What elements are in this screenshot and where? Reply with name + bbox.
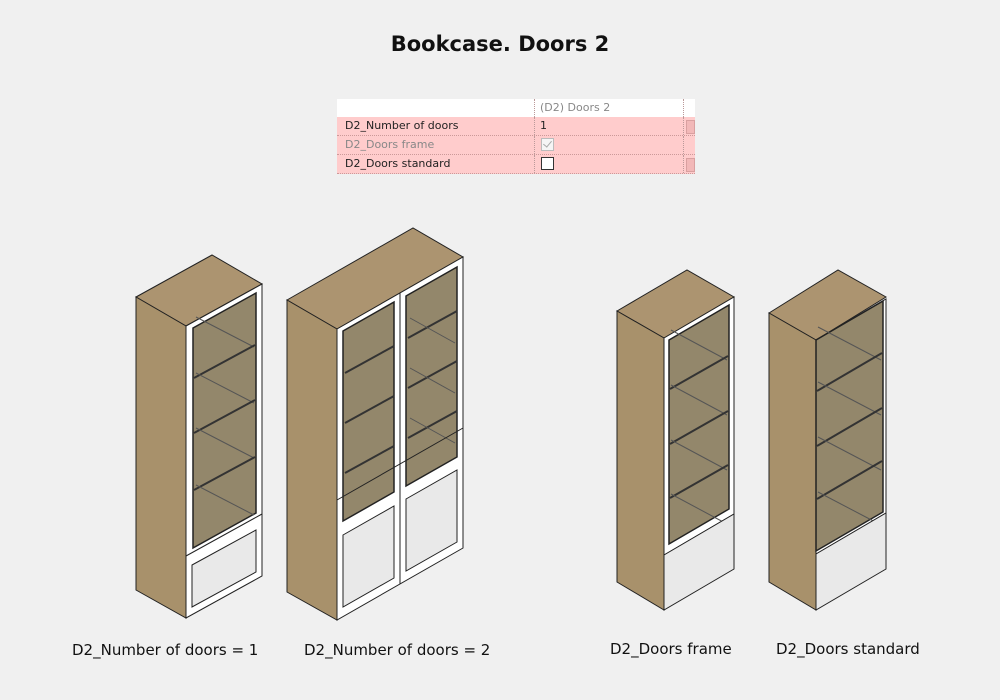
row-scroll-handle[interactable] — [686, 158, 695, 172]
doors-standard-checkbox[interactable] — [541, 157, 554, 170]
caption-number-of-doors-1: D2_Number of doors = 1 — [72, 641, 259, 659]
caption-number-of-doors-2: D2_Number of doors = 2 — [304, 641, 491, 659]
bookcase-doors-frame — [616, 269, 735, 611]
table-row-doors-standard[interactable]: D2_Doors standard — [337, 155, 695, 174]
table-row-number-of-doors[interactable]: D2_Number of doors 1 — [337, 117, 695, 136]
param-name: D2_Doors standard — [345, 157, 451, 170]
doors-frame-checkbox[interactable] — [541, 138, 554, 151]
caption-doors-standard: D2_Doors standard — [776, 640, 920, 658]
bookcase-doors-standard — [768, 269, 887, 611]
bookcase-one-door — [134, 254, 264, 619]
row-scroll-handle[interactable] — [686, 120, 695, 134]
table-row-doors-frame[interactable]: D2_Doors frame — [337, 136, 695, 155]
table-header-row: (D2) Doors 2 — [337, 99, 695, 117]
parameter-table: (D2) Doors 2 D2_Number of doors 1 D2_Doo… — [337, 99, 695, 174]
number-of-doors-value[interactable]: 1 — [540, 119, 547, 132]
page-title: Bookcase. Doors 2 — [390, 32, 610, 56]
caption-doors-frame: D2_Doors frame — [610, 640, 732, 658]
param-name: D2_Doors frame — [345, 138, 435, 151]
bookcase-two-doors — [285, 227, 465, 621]
param-name: D2_Number of doors — [345, 119, 459, 132]
column-header: (D2) Doors 2 — [540, 101, 611, 114]
